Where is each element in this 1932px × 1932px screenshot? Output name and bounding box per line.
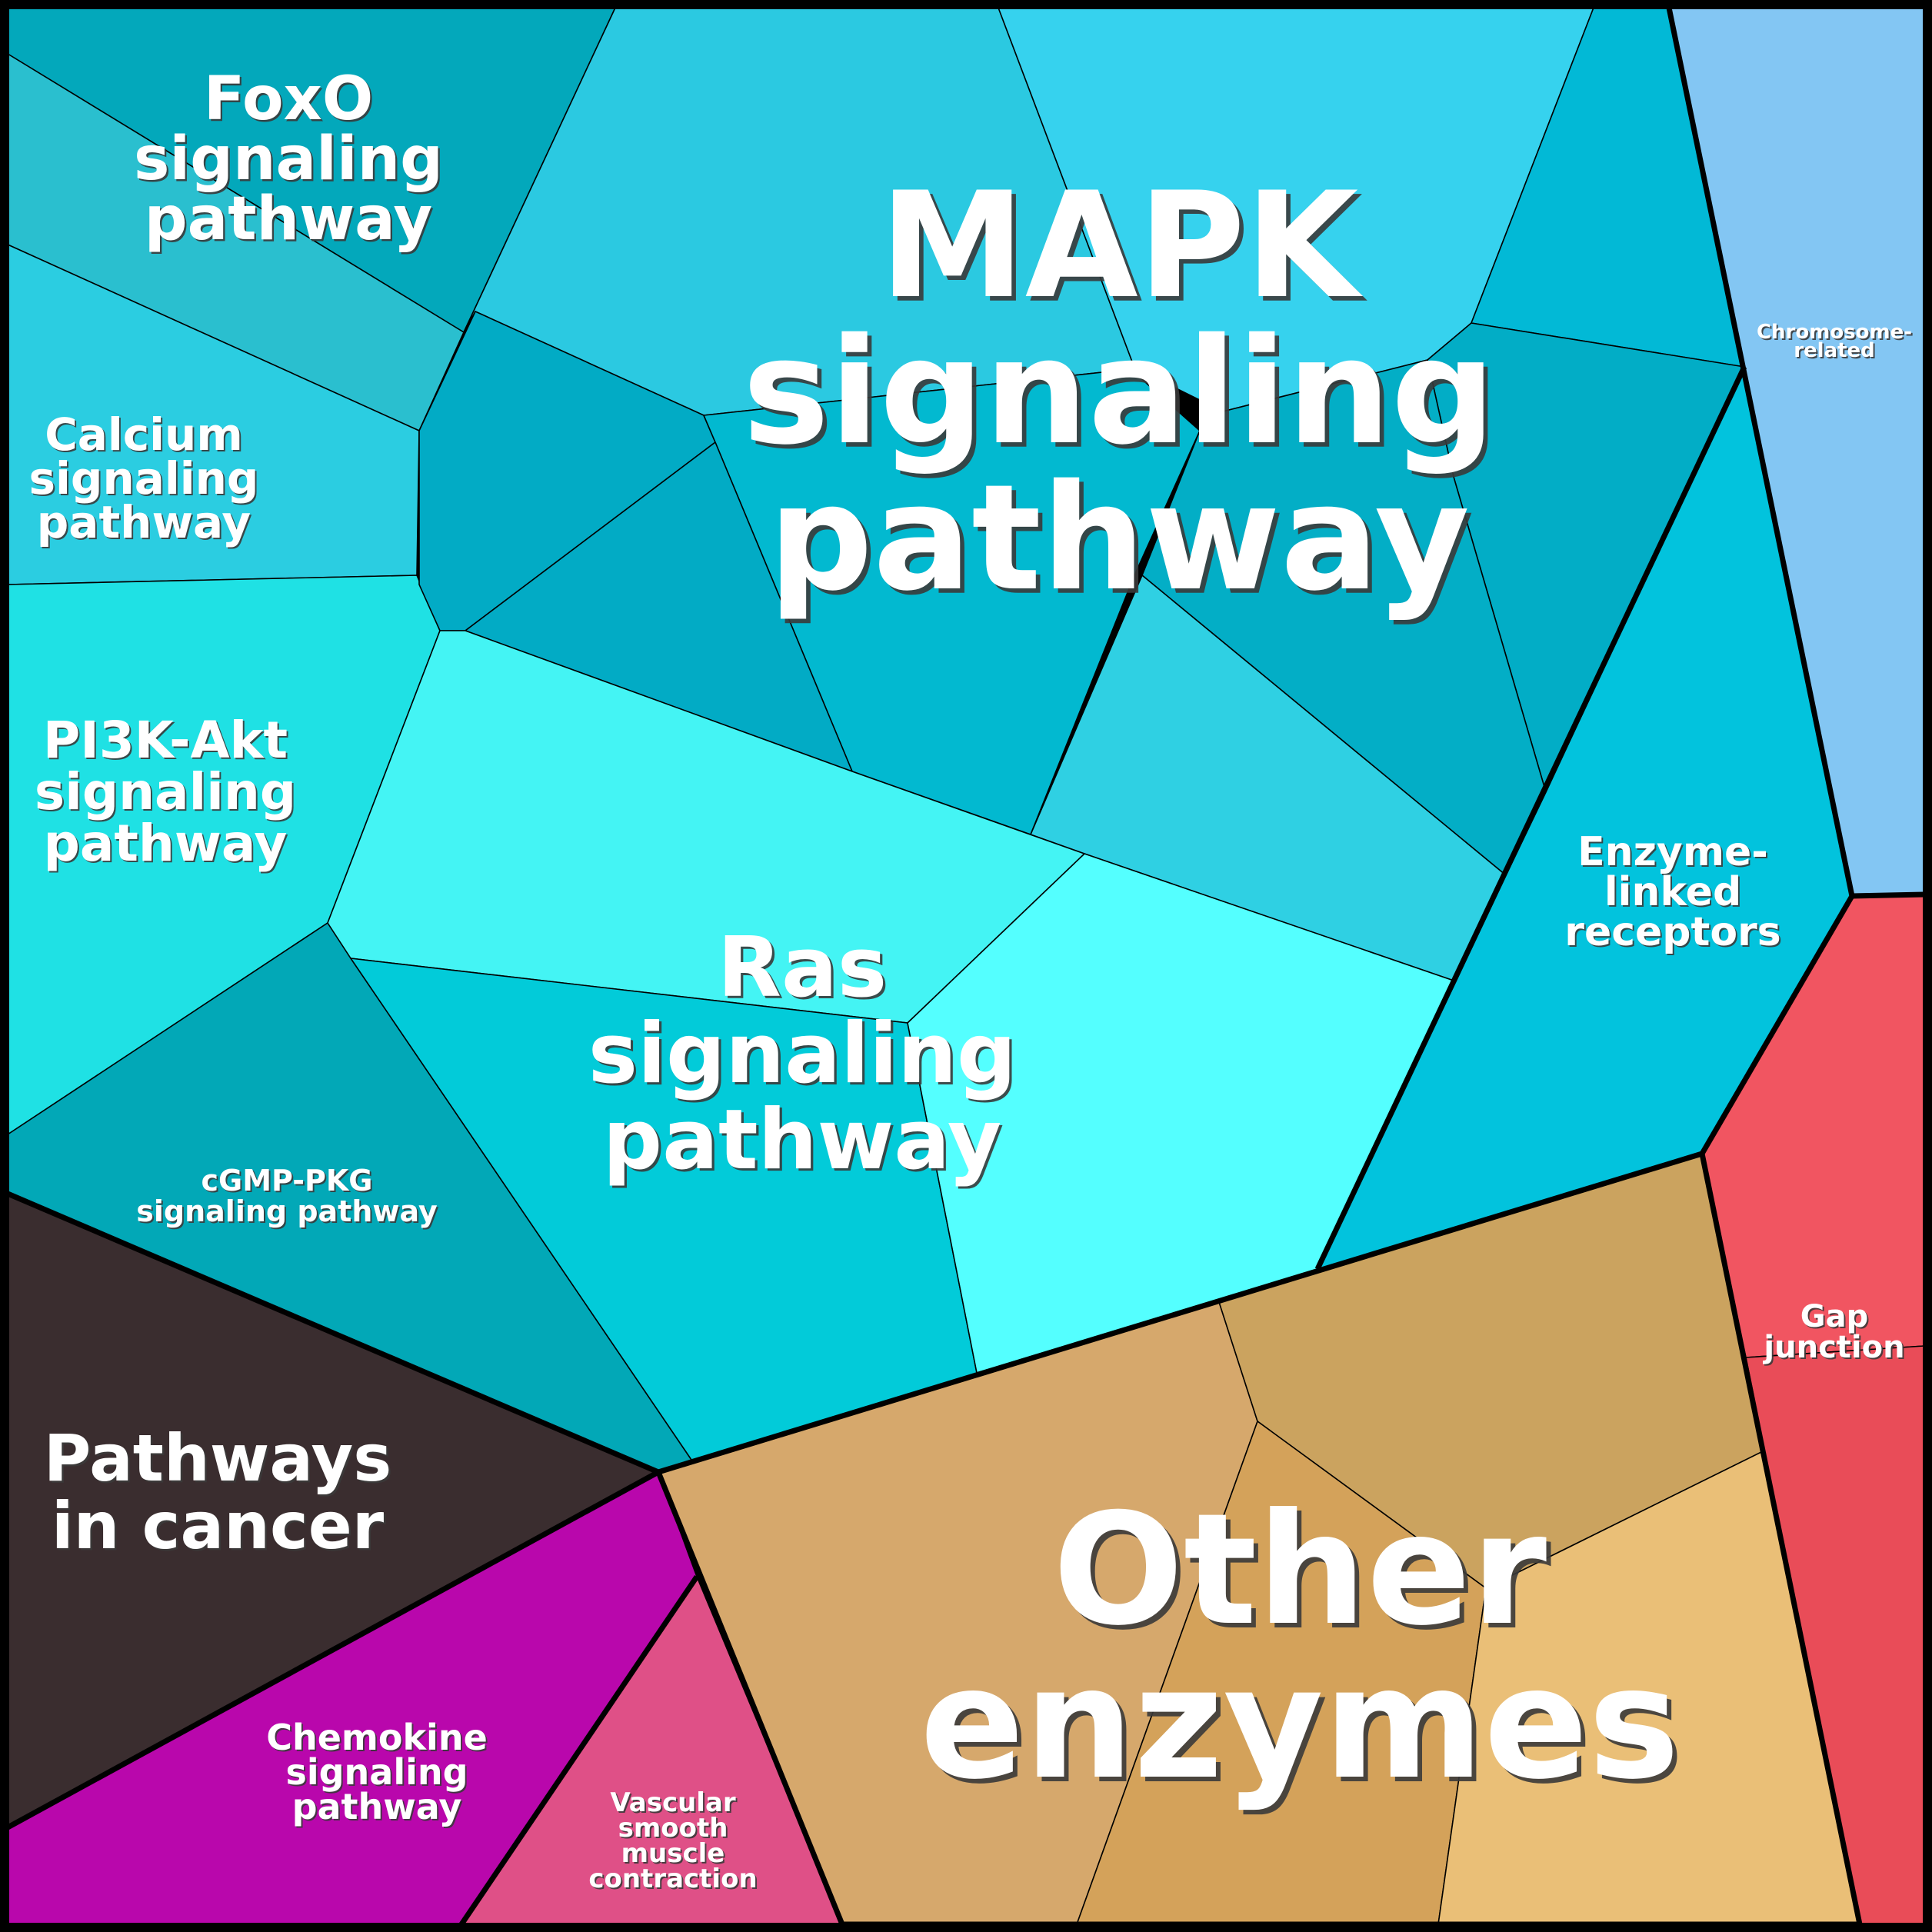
label-shadow: signaling [31, 454, 261, 506]
label-line: pathway [292, 1786, 462, 1827]
label-shadow: signaling [591, 1008, 1019, 1104]
label-shadow: Other [1058, 1485, 1552, 1664]
label-line: pathway [768, 453, 1470, 623]
label-line: junction [1762, 1330, 1904, 1365]
label-shadow: pathway [38, 498, 252, 550]
label-line: linked [1604, 869, 1741, 915]
label-line: signaling [134, 125, 443, 194]
label-shadow: Calcium [46, 410, 245, 462]
label-shadow: PI3K-Akt [45, 712, 289, 771]
label-line: FoxO [204, 65, 373, 134]
label-line: signaling [742, 307, 1495, 477]
label-line: signaling pathway [136, 1194, 438, 1228]
label-line: pathway [44, 814, 288, 873]
label-shadow: Chromosome- [1758, 322, 1914, 345]
label-shadow: receptors [1566, 911, 1782, 957]
label-shadow: Chemokine [268, 1718, 489, 1760]
label-shadow: Enzyme- [1579, 831, 1770, 877]
label-line: receptors [1564, 909, 1780, 955]
label-line: Gap [1800, 1299, 1868, 1334]
label-shadow: signaling pathway [138, 1196, 439, 1230]
label-shadow: pathway [45, 815, 289, 874]
label-line: Calcium [45, 408, 243, 461]
label-pi3k-akt-signaling-pathway: PI3K-AktPI3K-Aktsignalingsignalingpathwa… [35, 711, 298, 874]
label-line: pathway [37, 496, 251, 548]
label-enzyme-linked-receptors: Enzyme-Enzyme-linkedlinkedreceptorsrecep… [1564, 829, 1782, 957]
label-line: Chemokine [266, 1717, 488, 1758]
label-shadow: smooth [620, 1814, 730, 1845]
label-line: contraction [588, 1864, 757, 1894]
label-line: Chromosome- [1757, 321, 1912, 344]
label-shadow: contraction [590, 1865, 758, 1896]
label-line: enzymes [920, 1634, 1680, 1814]
label-line: Enzyme- [1577, 829, 1768, 875]
cells-layer: FoxO signaling pathwayFoxO signaling pat… [7, 7, 1925, 1925]
label-shadow: Ras [720, 922, 889, 1018]
label-line: related [1794, 339, 1875, 362]
label-line: signaling [29, 452, 259, 505]
label-vascular-smooth-muscle-contraction: VascularVascularsmoothsmoothmusclemuscle… [588, 1787, 758, 1896]
label-line: pathway [603, 1092, 1001, 1188]
label-shadow: pathway [294, 1787, 464, 1829]
label-line: muscle [621, 1838, 725, 1869]
label-shadow: junction [1764, 1331, 1906, 1367]
label-line: Vascular [610, 1787, 736, 1818]
label-line: pathway [145, 185, 432, 254]
label-shadow: linked [1606, 871, 1743, 917]
outline-cancer-top [6, 1191, 660, 1475]
label-shadow: signaling [36, 764, 298, 823]
label-line: PI3K-Akt [43, 711, 288, 770]
label-line: Other [1053, 1481, 1547, 1660]
label-shadow: signaling [287, 1753, 469, 1794]
label-shadow: muscle [623, 1840, 727, 1870]
label-line: signaling [588, 1006, 1017, 1102]
outline-cancer-bottom [6, 1469, 660, 1830]
label-shadow: pathway [605, 1094, 1004, 1191]
label-line: Pathways [44, 1421, 391, 1496]
label-shadow: cGMP-PKG [203, 1165, 375, 1199]
label-shadow: in cancer [53, 1491, 386, 1566]
label-shadow: pathway [146, 186, 434, 255]
outline-enzyme-linked [1314, 365, 1747, 1271]
label-shadow: signaling [747, 311, 1500, 481]
label-line: in cancer [52, 1488, 385, 1564]
label-shadow: Pathways [45, 1423, 393, 1498]
label-line: signaling [35, 762, 296, 821]
outline-vascular [459, 1575, 699, 1926]
label-shadow: enzymes [924, 1639, 1684, 1818]
label-shadow: MAPK [884, 165, 1367, 335]
label-calcium-signaling-pathway: CalciumCalciumsignalingsignalingpathwayp… [29, 408, 261, 550]
label-line: Ras [718, 920, 887, 1016]
label-line: smooth [618, 1813, 728, 1844]
label-shadow: pathway [773, 458, 1474, 628]
label-line: signaling [285, 1751, 468, 1793]
label-shadow: FoxO [205, 66, 375, 135]
label-chemokine-signaling-pathway: ChemokineChemokinesignalingsignalingpath… [266, 1717, 489, 1829]
label-shadow: signaling [135, 126, 445, 195]
label-line: MAPK [880, 161, 1363, 331]
outline-enzyme-gap [1699, 894, 1855, 1155]
label-shadow: Gap [1802, 1301, 1870, 1336]
labels-layer: MAPKMAPKsignalingsignalingpathwaypathway… [29, 65, 1914, 1896]
label-shadow: related [1795, 341, 1877, 364]
label-shadow: Vascular [611, 1789, 738, 1820]
label-line: cGMP-PKG [202, 1164, 373, 1198]
